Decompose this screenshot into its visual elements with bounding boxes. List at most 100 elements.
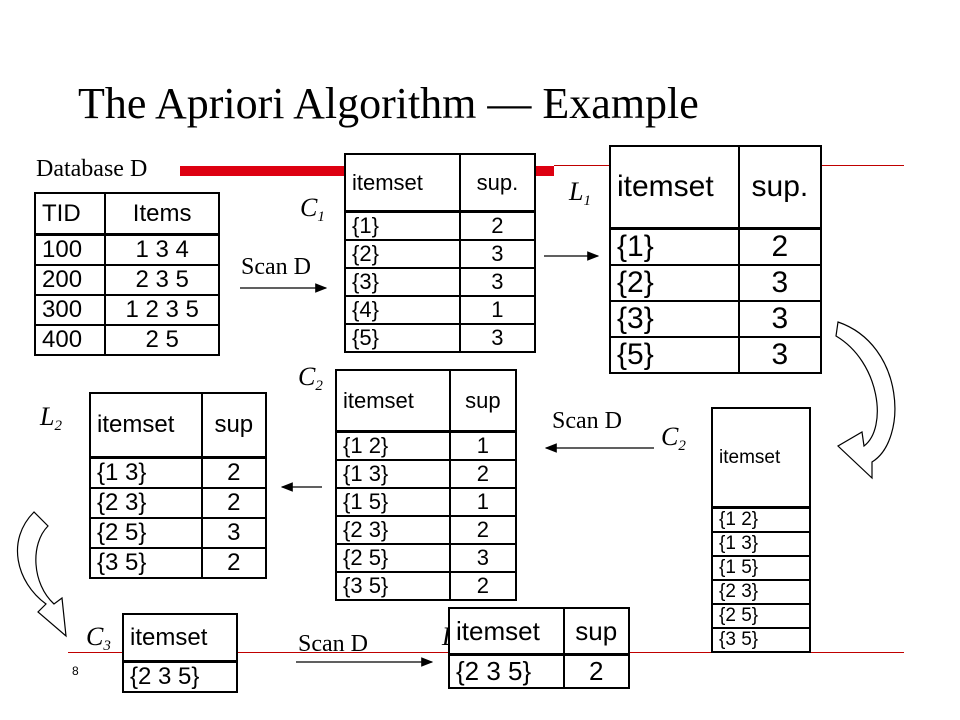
table-cell: {1 3} — [89, 456, 203, 489]
table-row: {2 3}2 — [89, 487, 268, 519]
table-cell: 3 — [200, 517, 268, 549]
table-cell: {2 5} — [335, 543, 451, 573]
column-header: sup. — [737, 145, 823, 230]
table-row: {2}3 — [344, 239, 537, 269]
table-cell: {3 5} — [711, 627, 811, 653]
table-row: {1 3}2 — [89, 456, 268, 489]
column-header: itemset — [609, 145, 740, 230]
scan-d-label-1: Scan D — [241, 254, 311, 280]
table-cell: 3 — [458, 239, 537, 269]
table-cell: {2 5} — [89, 517, 203, 549]
column-header: sup — [448, 369, 518, 433]
table-row: {3 5}2 — [89, 547, 268, 579]
table-cell: 2 — [737, 227, 823, 266]
table-row: {1 2} — [711, 506, 811, 533]
table-cell: {2 3} — [89, 487, 203, 519]
table-cell: 2 — [458, 210, 537, 241]
table-row: {1}2 — [609, 227, 823, 266]
table-cell: 3 — [458, 323, 537, 353]
table-cell: 2 — [200, 456, 268, 489]
l2-label: L2 — [40, 402, 62, 434]
c1-label: C1 — [300, 193, 325, 225]
table-cell: 2 — [448, 515, 518, 545]
table-row: {3 5}2 — [335, 571, 518, 601]
table-cell: {2 3 5} — [448, 653, 565, 689]
table-header-row: itemset — [122, 613, 238, 663]
table-row: {2 5} — [711, 603, 811, 629]
scan-d-label-2: Scan D — [552, 408, 622, 434]
table-cell: 3 — [458, 267, 537, 297]
table-cell: 1 — [458, 295, 537, 325]
table-cell: 1 — [448, 430, 518, 461]
table-row: {2 3}2 — [335, 515, 518, 545]
column-header: itemset — [448, 607, 565, 656]
curved-arrow-l1-to-c2 — [835, 321, 896, 480]
table-cell: 3 — [737, 336, 823, 374]
table-cell: 2 — [200, 547, 268, 579]
table-cell: {1 2} — [711, 506, 811, 533]
table-row: {2 3 5}2 — [448, 653, 631, 689]
table-row: {5}3 — [609, 336, 823, 374]
table-cell: {1} — [344, 210, 461, 241]
table-cell: 1 — [448, 487, 518, 517]
table-row: {2}3 — [609, 264, 823, 302]
table-row: {1}2 — [344, 210, 537, 241]
table-cell: {1} — [609, 227, 740, 266]
table-cell: 2 5 — [104, 324, 220, 356]
column-header: sup — [200, 392, 268, 459]
table-row: {2 5}3 — [89, 517, 268, 549]
table-cell: 300 — [33, 294, 107, 326]
page-title: The Apriori Algorithm — Example — [78, 79, 699, 128]
column-header: TID — [33, 192, 107, 236]
column-header: itemset — [89, 392, 203, 459]
c3-table: itemset{2 3 5} — [122, 613, 238, 693]
column-header: itemset — [335, 369, 451, 433]
table-cell: 2 — [448, 571, 518, 601]
table-header-row: itemset — [711, 407, 811, 509]
table-row: {1 5} — [711, 555, 811, 581]
table-cell: {3} — [344, 267, 461, 297]
table-cell: {5} — [609, 336, 740, 374]
table-cell: {5} — [344, 323, 461, 353]
table-cell: 2 3 5 — [104, 264, 220, 296]
page-number: 8 — [72, 664, 79, 678]
table-row: {3}3 — [344, 267, 537, 297]
column-header: itemset — [344, 153, 461, 213]
column-header: itemset — [711, 407, 811, 509]
c2-candidates-table: itemset{1 2}{1 3}{1 5}{2 3}{2 5}{3 5} — [711, 407, 811, 653]
table-cell: 1 3 4 — [104, 233, 220, 266]
c3-label: C3 — [86, 622, 111, 654]
table-row: {3}3 — [609, 300, 823, 338]
table-cell: {1 5} — [335, 487, 451, 517]
scan-d-label-3: Scan D — [298, 631, 368, 657]
table-cell: {3} — [609, 300, 740, 338]
column-header: itemset — [122, 613, 238, 663]
table-cell: {3 5} — [335, 571, 451, 601]
curved-arrow-l2-to-c3 — [17, 511, 67, 638]
table-cell: {1 3} — [711, 531, 811, 557]
table-cell: {2 3} — [711, 579, 811, 605]
table-row: {1 3}2 — [335, 459, 518, 489]
column-header: sup — [562, 607, 631, 656]
table-cell: {3 5} — [89, 547, 203, 579]
table-row: {3 5} — [711, 627, 811, 653]
table-row: {2 3} — [711, 579, 811, 605]
table-row: {4}1 — [344, 295, 537, 325]
table-cell: 400 — [33, 324, 107, 356]
table-cell: {2} — [609, 264, 740, 302]
table-cell: 100 — [33, 233, 107, 266]
